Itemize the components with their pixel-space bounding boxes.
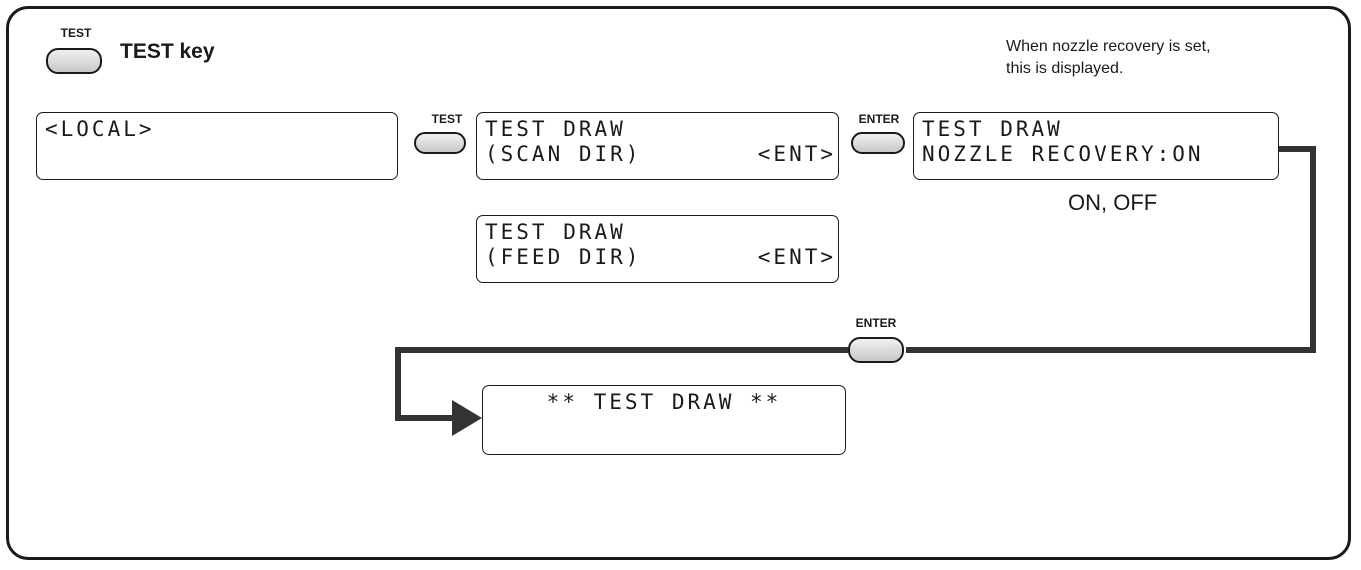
lcd-feed-dir: TEST DRAW (FEED DIR) <ENT> <box>476 215 839 283</box>
lcd-scan-line1: TEST DRAW <box>485 117 626 141</box>
nozzle-note-line1: When nozzle recovery is set, <box>1006 38 1211 55</box>
diagram-frame <box>6 6 1351 560</box>
test-key-step: TEST <box>412 112 472 172</box>
page-title: TEST key <box>120 40 215 63</box>
test-key-step-button[interactable] <box>414 132 466 154</box>
enter-key-step: ENTER <box>849 112 909 172</box>
nozzle-note: When nozzle recovery is set, this is dis… <box>1006 36 1211 80</box>
lcd-feed-line2-left: (FEED DIR) <box>485 245 642 269</box>
lcd-scan-line2-left: (SCAN DIR) <box>485 142 642 166</box>
lcd-scan-dir: TEST DRAW (SCAN DIR) <ENT> <box>476 112 839 180</box>
test-key-label: TEST <box>60 26 92 40</box>
lcd-feed-line2-right: <ENT> <box>757 245 836 269</box>
nozzle-options: ON, OFF <box>1068 190 1158 215</box>
test-key-header: TEST <box>46 26 106 86</box>
connector-left <box>395 347 848 421</box>
enter-key-confirm-button[interactable] <box>848 337 904 363</box>
lcd-nozzle-recovery: TEST DRAW NOZZLE RECOVERY:ON <box>913 112 1279 180</box>
lcd-nozzle-line2: NOZZLE RECOVERY:ON <box>922 142 1204 166</box>
lcd-feed-line1: TEST DRAW <box>485 220 626 244</box>
lcd-local-line1: <LOCAL> <box>45 117 155 141</box>
test-key-button[interactable] <box>46 48 102 74</box>
arrow-head <box>452 400 482 436</box>
enter-key-step-button[interactable] <box>851 132 905 154</box>
lcd-scan-line2-right: <ENT> <box>757 142 836 166</box>
enter-key-confirm-label: ENTER <box>855 316 897 330</box>
enter-key-confirm: ENTER <box>846 316 906 376</box>
lcd-drawing-line1: ** TEST DRAW ** <box>546 390 782 414</box>
enter-key-step-label: ENTER <box>858 112 900 126</box>
connector-right <box>906 146 1316 353</box>
lcd-nozzle-line1: TEST DRAW <box>922 117 1063 141</box>
lcd-local: <LOCAL> <box>36 112 398 180</box>
lcd-test-draw: ** TEST DRAW ** <box>482 385 846 455</box>
nozzle-note-line2: this is displayed. <box>1006 60 1124 77</box>
test-key-step-label: TEST <box>431 112 463 126</box>
